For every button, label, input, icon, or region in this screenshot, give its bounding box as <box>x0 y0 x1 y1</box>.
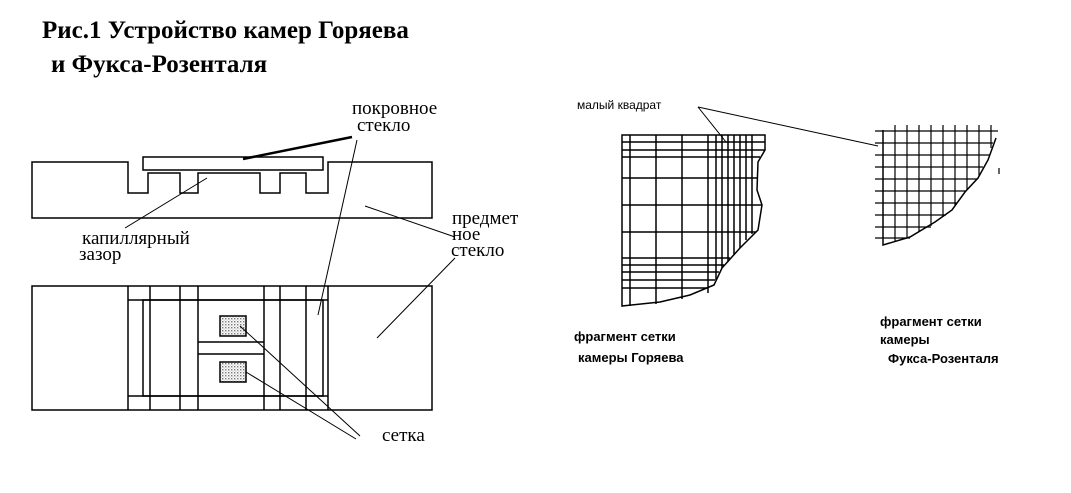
grid-pointer-2 <box>245 371 357 440</box>
label-cover-glass-1: покровное <box>352 98 438 119</box>
grid-square-upper <box>219 315 247 337</box>
figure-title-line1: Рис.1 Устройство камер Горяева <box>42 17 409 44</box>
slide-pointer-top <box>376 257 456 339</box>
fuchs-grid-lines <box>875 125 998 242</box>
label-fuchs-2: камеры <box>880 332 930 347</box>
slide-pointer-side <box>364 205 456 238</box>
label-grid: сетка <box>382 425 425 446</box>
label-slide-1: предмет <box>452 208 519 229</box>
label-fuchs-3: Фукса-Розенталя <box>888 351 999 366</box>
label-goryaev-1: фрагмент сетки <box>574 329 676 344</box>
label-fuchs-1: фрагмент сетки <box>880 314 982 329</box>
cover-glass-side <box>142 156 324 171</box>
label-capillary-1: капиллярный <box>82 228 190 249</box>
label-goryaev-2: камеры Горяева <box>578 350 684 365</box>
chamber-channel <box>198 341 264 355</box>
label-slide-3: стекло <box>451 240 505 261</box>
small-square-pointer-1 <box>697 106 727 143</box>
slide-side-view <box>31 161 433 219</box>
label-small-square: малый квадрат <box>577 98 662 112</box>
grid-square-lower <box>219 361 247 383</box>
cover-glass-top <box>142 299 324 397</box>
goryaev-grid-lines <box>622 135 765 306</box>
fuchs-grid-outline <box>882 130 997 247</box>
capillary-pointer <box>124 177 208 229</box>
cover-glass-pointer <box>242 135 353 161</box>
label-cover-glass-2: стекло <box>357 115 411 136</box>
small-square-pointer-2 <box>697 106 879 147</box>
label-slide-2: ное <box>452 224 481 245</box>
figure-title-line2: и Фукса-Розенталя <box>51 51 268 78</box>
cover-glass-pointer-top <box>317 139 358 316</box>
grid-lines-top-view <box>127 286 329 410</box>
slide-top-view <box>31 285 433 411</box>
grid-pointer-1 <box>239 325 361 437</box>
label-capillary-2: зазор <box>79 244 122 265</box>
goryaev-grid-outline <box>621 134 766 307</box>
